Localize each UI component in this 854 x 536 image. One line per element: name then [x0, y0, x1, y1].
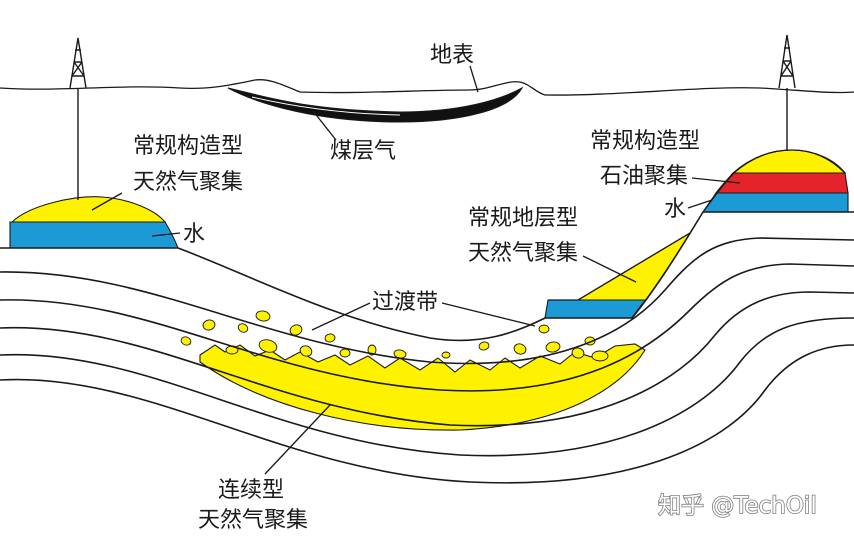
right-derrick-tower	[778, 34, 796, 89]
stratum-line	[0, 263, 854, 392]
right-derrick	[778, 34, 796, 151]
surface-leader	[469, 65, 479, 93]
coalbed-gas-label: 煤层气	[330, 139, 396, 164]
continuous-gas-label-line2: 天然气聚集	[198, 508, 308, 533]
gas-blob	[339, 348, 351, 358]
gas-blob	[202, 319, 216, 331]
surface-label: 地表	[430, 43, 474, 68]
coal-bed	[227, 86, 524, 123]
gas-blob	[255, 310, 271, 322]
stratigraphic-water-band	[544, 299, 648, 319]
stratigraphic-gas-label-line1: 常规地层型	[468, 206, 578, 231]
right-oil-leader	[691, 177, 741, 184]
continuous-gas-label-line1: 连续型	[218, 478, 284, 503]
gas-blob	[258, 339, 278, 353]
transition-zone-leader-left	[311, 302, 371, 331]
stratigraphic-gas-label-line2: 天然气聚集	[468, 241, 578, 266]
left-structural-gas-label-line1: 常规构造型	[133, 134, 243, 159]
continuous-gas-leader	[264, 404, 331, 475]
wedge-pinchout-line	[548, 232, 691, 301]
gas-blob	[571, 347, 585, 359]
transition-zone-blobs	[180, 310, 609, 362]
gas-blob	[237, 323, 249, 333]
continuous-gas-body	[199, 343, 646, 431]
gas-blob	[478, 341, 490, 351]
gas-blob	[180, 336, 192, 346]
right-anticline-outline	[702, 149, 846, 213]
gas-blob	[299, 345, 313, 357]
gas-blob	[591, 350, 609, 362]
left-water-label: 水	[183, 222, 205, 247]
left-water-leader	[151, 232, 181, 237]
left-water-band	[9, 221, 179, 249]
gas-blob	[545, 341, 561, 353]
gas-blob	[538, 324, 550, 334]
gas-blob	[324, 333, 336, 343]
right-structural-oil-label-line2: 石油聚集	[600, 164, 688, 189]
ground-surface-line	[0, 79, 854, 96]
transition-zone-label: 过渡带	[372, 290, 438, 315]
gas-blob	[441, 351, 451, 359]
stratum-line-bottom	[0, 344, 854, 484]
left-gas-leader	[91, 192, 123, 211]
left-derrick-tower	[69, 37, 87, 89]
stratum-line-top	[0, 211, 854, 342]
stratigraphic-gas-leader	[582, 255, 637, 283]
watermark: 知乎 @TechOil	[658, 493, 817, 519]
gas-blob	[367, 344, 377, 356]
right-water-band	[701, 192, 849, 213]
coal-bed-seam	[251, 96, 401, 116]
stratum-line	[0, 237, 854, 365]
right-water-label: 水	[664, 197, 686, 222]
left-derrick	[69, 37, 87, 200]
right-water-leader	[687, 199, 713, 209]
stratum-line	[0, 317, 854, 457]
right-structural-oil-label-line1: 常规构造型	[590, 129, 700, 154]
gas-blob	[513, 343, 527, 355]
stratum-line	[0, 291, 854, 427]
coalbed-gas-leader	[312, 110, 337, 141]
left-gas-cap	[10, 196, 167, 223]
transition-zone-leader-right	[441, 302, 536, 327]
left-structural-gas-label-line2: 天然气聚集	[133, 170, 243, 195]
gas-blob	[289, 324, 303, 336]
